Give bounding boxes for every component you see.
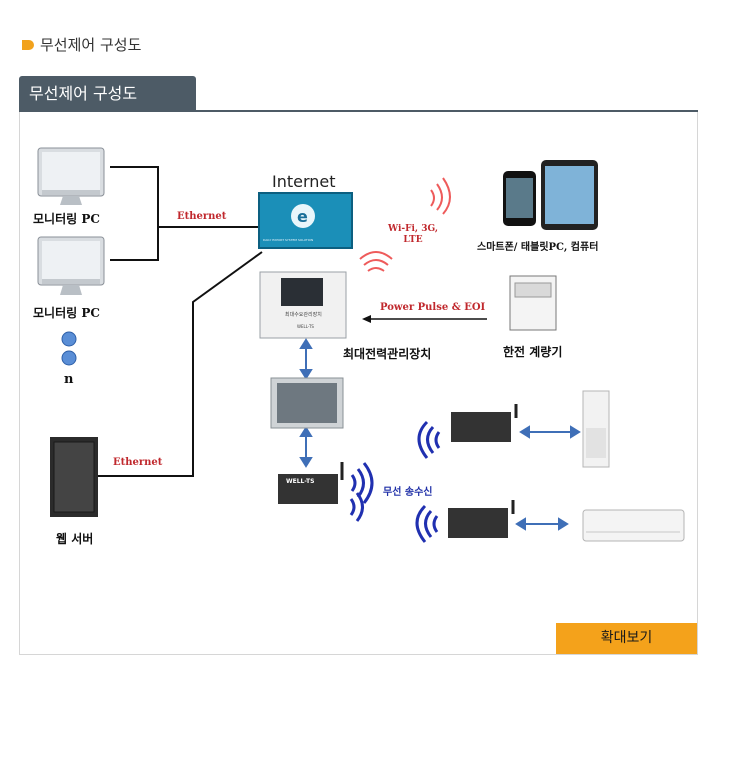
wireless-node-icon: [448, 500, 515, 538]
air-conditioner-wall-icon: [582, 509, 685, 542]
monitor-pc-2-icon: [37, 236, 105, 295]
internet-screen-text: DAILY EXPORT SYSTEM SOLUTION: [263, 238, 314, 242]
power-pulse-label: Power Pulse & EOI: [380, 302, 486, 313]
meter-icon: [509, 275, 557, 331]
ethernet-top-label: Ethernet: [177, 211, 227, 222]
radio-wave-icon: [349, 420, 441, 543]
web-server-label: 웹 서버: [56, 532, 94, 546]
server-icon: [50, 437, 98, 517]
power-arrow: [362, 315, 487, 323]
monitor-pc-1-icon: [37, 147, 105, 205]
meter-label: 한전 계량기: [503, 345, 563, 359]
internet-screen-icon: e: [258, 192, 353, 249]
section-title: 무선제어 구성도: [22, 34, 141, 55]
air-conditioner-stand-icon: [582, 390, 610, 468]
node-brand: WELL-TS: [286, 478, 315, 485]
n-label: n: [64, 372, 74, 387]
controller-label: 최대전력관리장치: [343, 347, 432, 361]
smartphone-icon: [503, 171, 536, 226]
wireless-network-label: Wi-Fi, 3G, LTE: [388, 224, 438, 245]
svg-text:e: e: [297, 207, 308, 226]
controller-device-text: 최대수요관리장치: [285, 312, 322, 318]
radio-label: 무선 송수신: [383, 487, 433, 498]
monitor-pc-1-label: 모니터링 PC: [33, 212, 100, 226]
touch-panel-icon: [270, 377, 344, 429]
dot-icon: [61, 350, 77, 366]
wireless-node-icon: [451, 404, 518, 442]
ethernet-bottom-label: Ethernet: [113, 457, 163, 468]
controller-brand: WELL-TS: [297, 324, 314, 329]
internet-label: Internet: [272, 172, 336, 191]
bullet-icon: [22, 39, 34, 50]
tablet-icon: [541, 160, 598, 230]
dot-icon: [61, 331, 77, 347]
controller-device-icon: [259, 271, 347, 339]
tab-underline: [19, 110, 698, 112]
zoom-button[interactable]: 확대보기: [556, 623, 697, 654]
section-title-text: 무선제어 구성도: [40, 36, 142, 54]
diagram-tab[interactable]: 무선제어 구성도: [19, 76, 196, 111]
wireless-node-icon: [278, 462, 344, 504]
blue-arrows: [299, 338, 581, 531]
mobile-label: 스마트폰/ 태블릿PC, 컴퓨터: [477, 242, 599, 253]
ethernet-lines: [96, 166, 263, 477]
wifi-signal-icon: [359, 177, 451, 272]
monitor-pc-2-label: 모니터링 PC: [33, 306, 100, 320]
